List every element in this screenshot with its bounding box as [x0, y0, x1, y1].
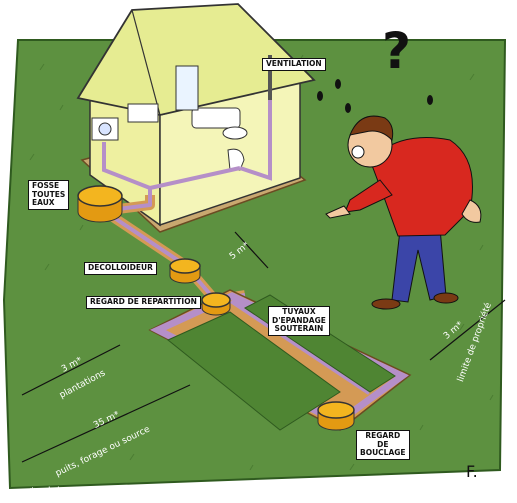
man-shoe-right	[434, 293, 458, 303]
label-regard-bouclage: REGARD DE BOUCLAGE	[356, 430, 410, 460]
washbasin	[223, 127, 247, 139]
man-shoe-left	[372, 299, 400, 309]
label-regard-repartition: REGARD DE REPARTITION	[86, 296, 201, 309]
decolloideur-tank	[170, 259, 200, 283]
regard-bouclage-box	[318, 402, 354, 430]
footnote: * minimum conseillé	[30, 486, 133, 497]
label-bouclage-line-3: BOUCLAGE	[360, 449, 406, 458]
label-tuyaux-line-3: SOUTERAIN	[272, 325, 326, 334]
artist-signature: F.	[466, 462, 478, 481]
shower	[176, 66, 198, 110]
kitchen-sink	[128, 104, 158, 122]
label-decolloideur: DECOLLOIDEUR	[84, 262, 157, 275]
fosse-tank	[78, 186, 122, 222]
label-fosse-line-3: EAUX	[32, 199, 65, 208]
regard-repartition-box	[202, 293, 230, 315]
bathtub	[192, 108, 240, 128]
label-ventilation: VENTILATION	[262, 58, 326, 71]
label-tuyaux-epandage: TUYAUX D'EPANDAGE SOUTERAIN	[268, 306, 330, 336]
man-glasses	[352, 146, 364, 158]
question-mark: ?	[382, 26, 411, 76]
label-fosse-toutes-eaux: FOSSE TOUTES EAUX	[28, 180, 69, 210]
